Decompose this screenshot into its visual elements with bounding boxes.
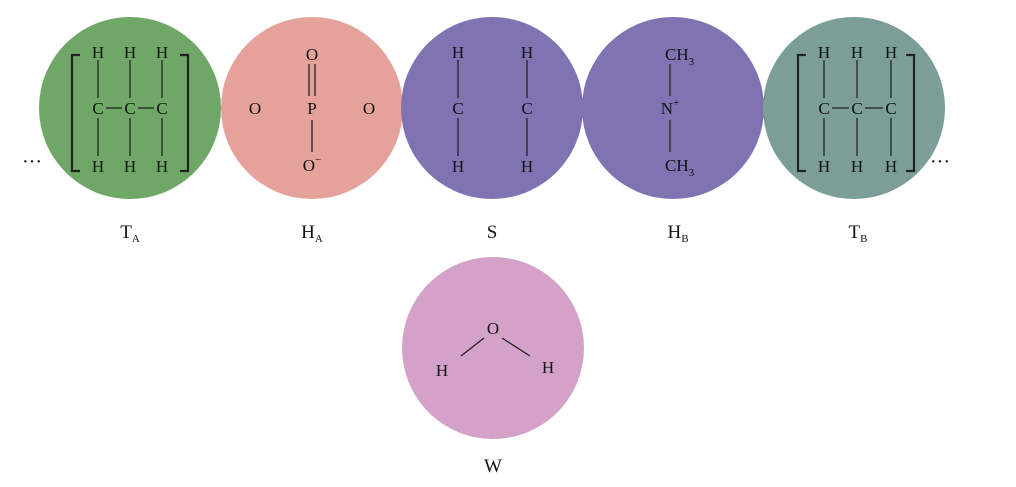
hydrogen-atom: H	[818, 43, 830, 62]
bead-tail-a	[39, 17, 221, 199]
hydrogen-atom: H	[436, 361, 448, 380]
hydrogen-atom: H	[124, 43, 136, 62]
chain-continuation-left: ···	[22, 151, 42, 173]
carbon-atom: C	[452, 99, 463, 118]
oxygen-atom: O	[487, 319, 499, 338]
bead-head-a	[221, 17, 403, 199]
hydrogen-atom: H	[885, 157, 897, 176]
bead-water	[402, 257, 584, 439]
hydrogen-atom: H	[92, 43, 104, 62]
hydrogen-atom: H	[92, 157, 104, 176]
tail-a-structure: H H H C C C H H H	[70, 43, 190, 176]
hydrogen-atom: H	[818, 157, 830, 176]
bead-tail-b	[763, 17, 945, 199]
bead-label-spacer: S	[487, 222, 498, 243]
chain-continuation-right: ···	[930, 151, 950, 173]
hydrogen-atom: H	[452, 43, 464, 62]
bracket-left	[70, 53, 80, 173]
hydrogen-atom: H	[542, 358, 554, 377]
nitrogen-cation: N+	[661, 97, 680, 118]
head-a-structure: O O P O O−	[249, 45, 375, 175]
bead-label-water: W	[484, 456, 502, 477]
carbon-atom: C	[851, 99, 862, 118]
bracket-right	[180, 53, 190, 173]
hydrogen-atom: H	[851, 157, 863, 176]
hydrogen-atom: H	[851, 43, 863, 62]
bead-label-head-a: HA	[301, 222, 323, 245]
bead-head-b	[582, 17, 764, 199]
hydrogen-atom: H	[521, 43, 533, 62]
oxygen-atom: O	[249, 99, 261, 118]
tail-b-structure: H H H C C C H H H	[796, 43, 916, 176]
head-b-structure: CH3 N+ CH3	[661, 45, 695, 179]
bracket-left	[796, 53, 806, 173]
methyl-group: CH3	[665, 45, 695, 68]
carbon-atom: C	[124, 99, 135, 118]
spacer-structure: H H C C H H	[452, 43, 533, 176]
bead-label-tail-b: TB	[849, 222, 868, 245]
oxygen-atom: O	[363, 99, 375, 118]
methyl-group: CH3	[665, 156, 695, 179]
carbon-atom: C	[156, 99, 167, 118]
hydrogen-atom: H	[124, 157, 136, 176]
oxygen-atom: O	[306, 45, 318, 64]
carbon-atom: C	[521, 99, 532, 118]
carbon-atom: C	[92, 99, 103, 118]
carbon-atom: C	[885, 99, 896, 118]
bead-label-head-b: HB	[667, 222, 688, 245]
bead-label-tail-a: TA	[120, 222, 140, 245]
hydrogen-atom: H	[521, 157, 533, 176]
bead-spacer	[401, 17, 583, 199]
hydrogen-atom: H	[452, 157, 464, 176]
carbon-atom: C	[818, 99, 829, 118]
hydrogen-atom: H	[156, 157, 168, 176]
phosphorus-atom: P	[307, 99, 316, 118]
water-structure: O H H	[436, 319, 554, 380]
bracket-right	[906, 53, 916, 173]
oxygen-anion: O−	[303, 154, 322, 175]
hydrogen-atom: H	[156, 43, 168, 62]
hydrogen-atom: H	[885, 43, 897, 62]
